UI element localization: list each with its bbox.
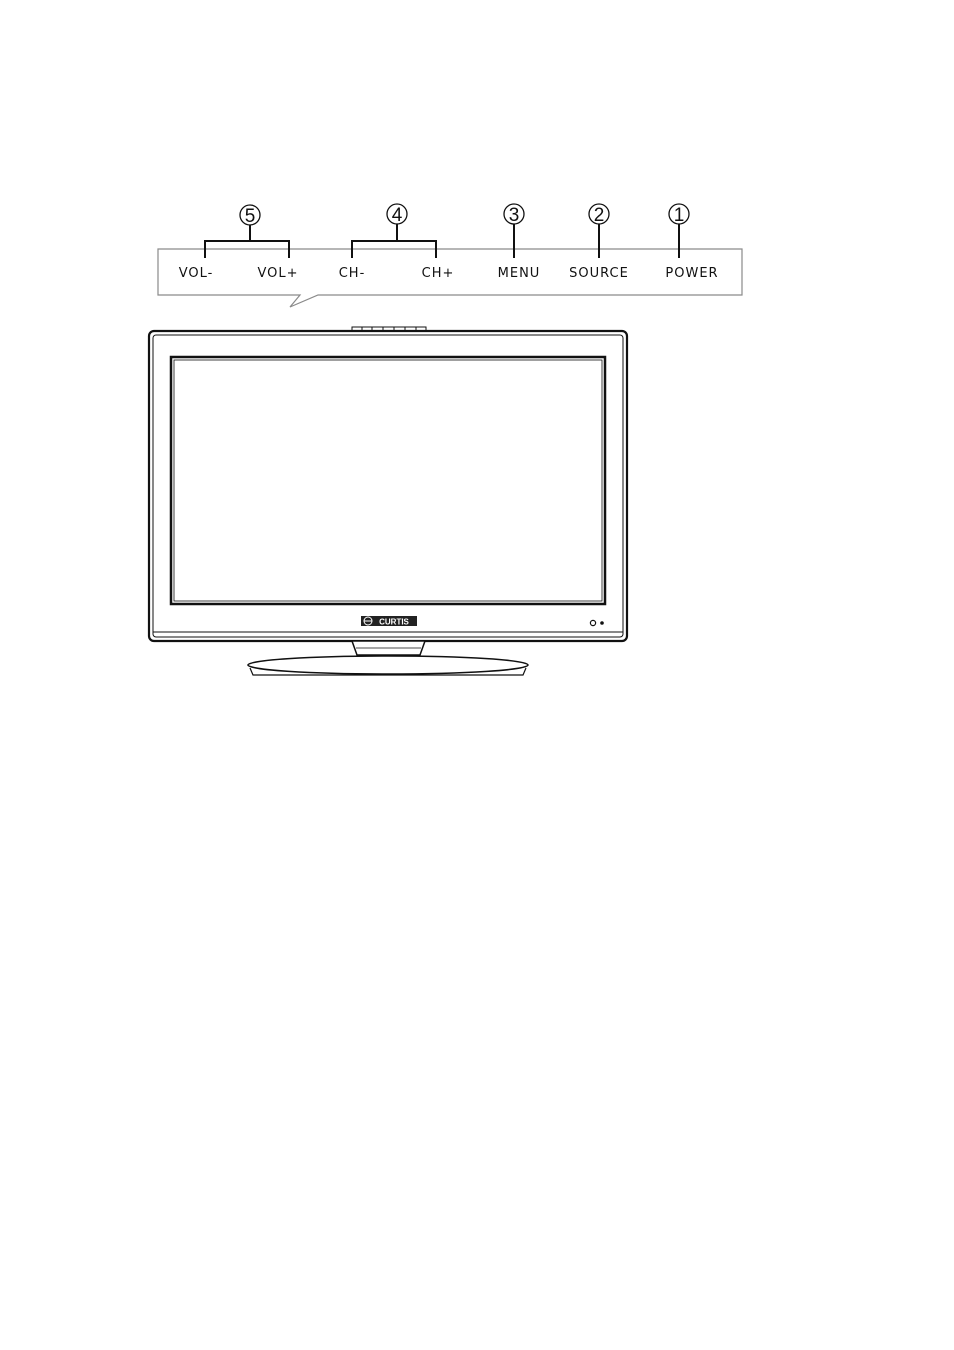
button-label-menu: MENU xyxy=(498,266,541,281)
button-label-vol-minus: VOL- xyxy=(179,266,214,281)
button-label-vol-plus: VOL+ xyxy=(257,266,298,281)
tv-stand-base xyxy=(247,655,529,675)
tv-bezel-inner xyxy=(152,334,624,638)
callout-2: 2 SOURCE xyxy=(569,203,629,281)
button-label-ch-plus: CH+ xyxy=(422,266,455,281)
callout-4: 4 CH- CH+ xyxy=(339,203,455,281)
callout-box xyxy=(157,248,743,308)
brand-logo: CURTIS xyxy=(361,616,417,627)
button-label-ch-minus: CH- xyxy=(339,266,366,281)
button-label-power: POWER xyxy=(665,266,718,281)
callout-5: 5 VOL- VOL+ xyxy=(179,204,298,281)
tv-set: CURTIS xyxy=(147,326,629,676)
brand-logo-text: CURTIS xyxy=(379,618,409,627)
button-callout-panel xyxy=(157,248,743,308)
callout-3: 3 MENU xyxy=(498,203,541,281)
callout-1: 1 POWER xyxy=(665,203,718,281)
callout-bracket-4 xyxy=(351,224,437,258)
tv-stand-base-edge xyxy=(249,667,527,676)
callout-number-4: 4 xyxy=(392,205,403,226)
callout-number-2: 2 xyxy=(594,205,605,226)
button-label-source: SOURCE xyxy=(569,266,629,281)
power-indicator-icon xyxy=(600,621,604,625)
callout-number-3: 3 xyxy=(509,205,520,226)
tv-screen-inner xyxy=(173,359,603,602)
ir-sensor-icon xyxy=(589,619,597,627)
callout-number-1: 1 xyxy=(674,205,685,226)
tv-screen xyxy=(169,355,607,606)
callout-number-5: 5 xyxy=(245,206,256,227)
callout-bracket-5 xyxy=(204,225,290,258)
